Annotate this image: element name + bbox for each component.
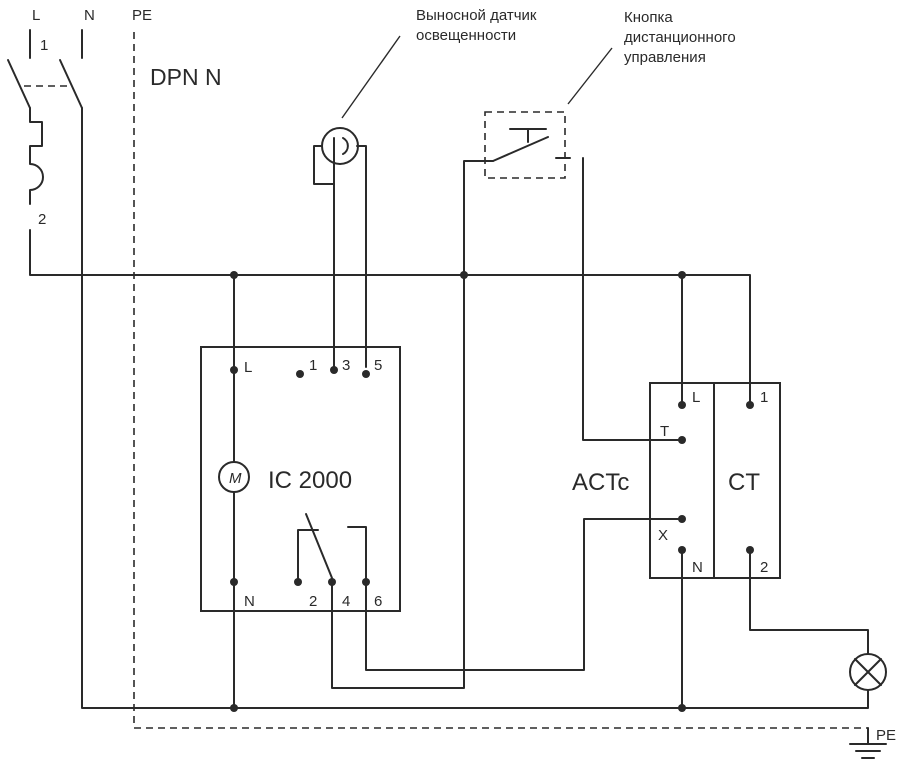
terminal-dot xyxy=(328,578,336,586)
neutral-bus-wire xyxy=(81,107,869,709)
terminal-dot xyxy=(230,578,238,586)
sensor-lead xyxy=(313,145,335,185)
junction-dot xyxy=(678,271,686,279)
sensor-callout-line xyxy=(341,35,401,119)
motor-label: M xyxy=(229,470,242,487)
terminal-dot xyxy=(294,578,302,586)
ic-terminal-5: 5 xyxy=(374,357,382,374)
lamp xyxy=(849,653,887,691)
sensor-element-arc xyxy=(342,137,349,155)
label-PE-top: PE xyxy=(132,7,152,24)
ic-terminal-6: 6 xyxy=(374,593,382,610)
push-button-enclosure xyxy=(484,111,566,179)
ic-terminal-L: L xyxy=(244,359,252,376)
ic-terminal-2: 2 xyxy=(309,593,317,610)
ic2000-housing xyxy=(200,346,401,612)
ic2000-title: IC 2000 xyxy=(268,467,352,494)
actc-terminal-X: X xyxy=(658,527,668,544)
junction-dot xyxy=(230,704,238,712)
terminal-dot xyxy=(746,401,754,409)
button-return-wire xyxy=(331,160,494,689)
button-label-line3: управления xyxy=(624,49,706,66)
label-L-top: L xyxy=(32,7,40,24)
label-PE-bottom: PE xyxy=(876,727,896,744)
breaker-trip-element xyxy=(29,107,44,205)
photo-sensor-icon xyxy=(321,127,359,165)
terminal-dot xyxy=(296,370,304,378)
ic-terminal-N: N xyxy=(244,593,255,610)
junction-dot xyxy=(678,704,686,712)
sensor-wire-5 xyxy=(356,145,367,368)
breaker-model-label: DPN N xyxy=(150,64,222,90)
junction-dot xyxy=(230,271,238,279)
pe-conductor xyxy=(133,32,868,729)
sensor-label-line1: Выносной датчик xyxy=(416,7,537,24)
terminal-dot xyxy=(678,401,686,409)
ct-title: CT xyxy=(728,469,760,496)
circuit-breaker: 1 2 DPN N xyxy=(7,29,222,228)
ic-terminal-4: 4 xyxy=(342,593,350,610)
button-label-line2: дистанционного xyxy=(624,29,736,46)
terminal-dot xyxy=(746,546,754,554)
ct-terminal-2: 2 xyxy=(760,559,768,576)
remote-push-button: Кнопка дистанционного управления xyxy=(484,9,736,179)
actc-terminal-T: T xyxy=(660,423,669,440)
light-sensor: Выносной датчик освещенности xyxy=(313,7,537,368)
actc-terminal-L: L xyxy=(692,389,700,406)
button-to-T-wire xyxy=(582,157,683,441)
relay-armature xyxy=(305,513,333,579)
relay-no-leg xyxy=(347,526,367,583)
terminal-dot xyxy=(330,366,338,374)
junction-dots xyxy=(230,271,754,712)
ground-symbol xyxy=(849,727,887,759)
ic-relay-contact xyxy=(297,513,367,583)
ic-terminal-3: 3 xyxy=(342,357,350,374)
relay-nc-leg xyxy=(297,529,319,583)
button-contact-blade xyxy=(492,136,549,162)
ct-terminal-1: 1 xyxy=(760,389,768,406)
live-bus-wire xyxy=(29,229,751,406)
ic-terminal-1: 1 xyxy=(309,357,317,374)
terminal-dot xyxy=(230,366,238,374)
terminal-dot xyxy=(678,515,686,523)
breaker-L-contact xyxy=(7,59,31,109)
junction-dot xyxy=(460,271,468,279)
button-callout-line xyxy=(567,47,613,105)
breaker-terminal-1: 1 xyxy=(40,37,48,54)
button-label-line1: Кнопка xyxy=(624,9,673,26)
actc-terminal-N: N xyxy=(692,559,703,576)
ct-to-lamp-wire xyxy=(749,549,869,655)
breaker-terminal-2: 2 xyxy=(38,211,46,228)
lamp-cross-b xyxy=(854,658,882,686)
label-N-top: N xyxy=(84,7,95,24)
actc-title: ACTc xyxy=(572,469,629,496)
relay-to-X-wire xyxy=(365,518,683,671)
terminal-dot xyxy=(678,436,686,444)
terminal-dot xyxy=(362,578,370,586)
terminal-dot xyxy=(678,546,686,554)
lamp-icon xyxy=(849,653,887,691)
breaker-N-contact xyxy=(59,59,83,109)
sensor-label-line2: освещенности xyxy=(416,27,516,44)
terminal-dot xyxy=(362,370,370,378)
motor-icon xyxy=(218,461,250,493)
